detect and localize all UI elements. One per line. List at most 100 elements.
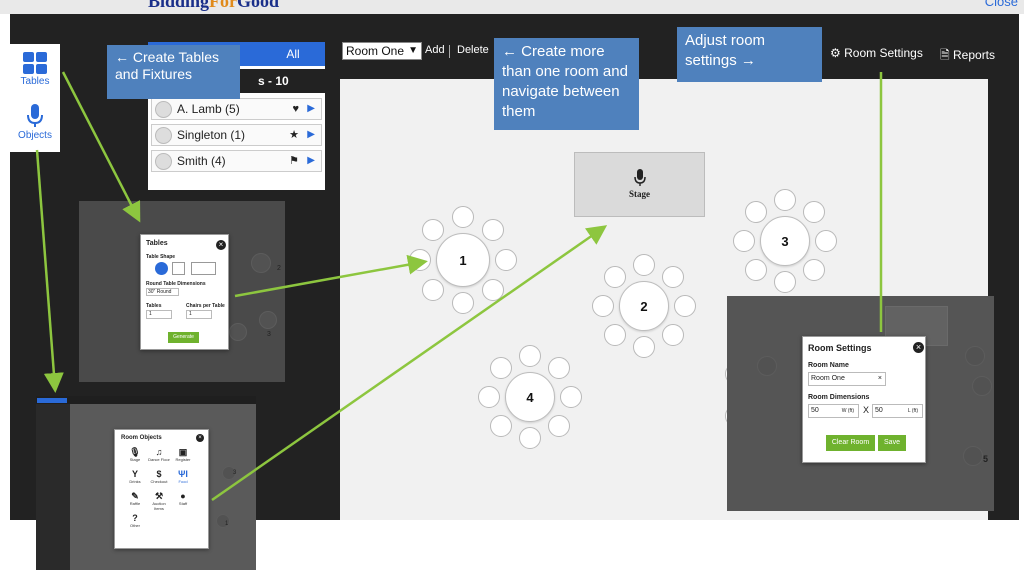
chair[interactable] bbox=[495, 249, 517, 271]
callout-create-tables: ← Create Tables and Fixtures bbox=[107, 45, 240, 99]
chevron-right-icon[interactable]: ▶ bbox=[307, 129, 315, 140]
chair[interactable] bbox=[604, 323, 626, 346]
room-object-register[interactable]: ▣Register bbox=[172, 447, 194, 462]
room-object-other[interactable]: ?Other bbox=[124, 513, 146, 528]
chair[interactable] bbox=[802, 201, 825, 223]
stage-object[interactable]: Stage bbox=[574, 152, 705, 217]
clear-room-button[interactable]: Clear Room bbox=[826, 435, 875, 451]
room-length-input[interactable]: 50 L (ft) bbox=[872, 404, 923, 418]
room-object-checkout[interactable]: $Checkout bbox=[148, 469, 170, 484]
chair[interactable] bbox=[490, 357, 512, 379]
room-object-icon: ? bbox=[132, 513, 138, 523]
chair[interactable] bbox=[452, 292, 474, 314]
chevron-right-icon[interactable]: ▶ bbox=[307, 155, 315, 166]
objects-tool[interactable]: Objects bbox=[10, 104, 60, 141]
round-shape-option[interactable] bbox=[155, 262, 168, 275]
close-icon[interactable]: × bbox=[913, 342, 924, 353]
room-width-input[interactable]: 50 W (ft) bbox=[808, 404, 859, 418]
chair[interactable] bbox=[604, 266, 626, 288]
clear-icon[interactable]: × bbox=[877, 375, 882, 382]
tables-count-input[interactable]: 1 bbox=[146, 310, 172, 319]
flag-icon: ⚑ bbox=[289, 155, 299, 167]
guest-row[interactable]: Smith (4) ⚑ ▶ bbox=[151, 150, 322, 172]
table-2[interactable]: 2 bbox=[619, 281, 669, 331]
arrow-dialog-to-table bbox=[234, 254, 428, 298]
site-logo[interactable]: BiddingForGood bbox=[148, 0, 280, 11]
table-number: 1 bbox=[459, 253, 467, 268]
chair[interactable] bbox=[661, 323, 684, 346]
table-1[interactable]: 1 bbox=[436, 233, 490, 287]
table-number: 2 bbox=[640, 299, 648, 314]
chair[interactable] bbox=[774, 189, 796, 211]
room-object-stage[interactable]: 🎙Stage bbox=[124, 447, 146, 462]
chair[interactable] bbox=[519, 345, 541, 367]
chair[interactable] bbox=[490, 414, 512, 437]
room-object-label: Staff bbox=[178, 501, 188, 506]
chair[interactable] bbox=[547, 414, 570, 437]
guest-row[interactable]: A. Lamb (5)♥▶ bbox=[151, 98, 322, 120]
close-icon[interactable]: × bbox=[216, 240, 226, 250]
chair[interactable] bbox=[478, 386, 500, 408]
room-settings-dialog: Room Settings × Room Name Room One × Roo… bbox=[802, 336, 926, 463]
ghost-chair bbox=[216, 514, 230, 528]
ghost-table-number: 3 bbox=[267, 331, 271, 338]
chair[interactable] bbox=[661, 266, 684, 288]
guest-name: Smith (4) bbox=[177, 154, 226, 168]
chair[interactable] bbox=[421, 218, 444, 241]
room-object-icon: ● bbox=[180, 491, 186, 501]
chevron-right-icon[interactable]: ▶ bbox=[307, 103, 315, 114]
rectangle-shape-option[interactable] bbox=[191, 262, 216, 275]
chair[interactable] bbox=[519, 427, 541, 449]
add-room-button[interactable]: Add bbox=[425, 44, 445, 56]
chairs-count-input[interactable]: 1 bbox=[186, 310, 212, 319]
top-strip bbox=[0, 0, 1024, 14]
chair[interactable] bbox=[547, 357, 570, 379]
chair[interactable] bbox=[482, 279, 505, 302]
chair[interactable] bbox=[733, 230, 755, 252]
square-shape-option[interactable] bbox=[172, 262, 185, 275]
chair[interactable] bbox=[482, 218, 505, 241]
chair[interactable] bbox=[421, 279, 444, 302]
tables-tool-label: Tables bbox=[20, 76, 50, 87]
ghost-chair bbox=[251, 253, 271, 273]
toolbar-divider bbox=[449, 45, 450, 58]
room-object-icon: 🎙 bbox=[129, 447, 141, 457]
guest-row[interactable]: Singleton (1)★▶ bbox=[151, 124, 322, 146]
chair[interactable] bbox=[774, 271, 796, 293]
ghost-chair bbox=[757, 356, 777, 376]
chair[interactable] bbox=[633, 336, 655, 358]
room-name-input[interactable]: Room One × bbox=[808, 372, 886, 386]
room-object-raffle[interactable]: ✎Raffle bbox=[124, 491, 146, 506]
chair[interactable] bbox=[560, 386, 582, 408]
chair[interactable] bbox=[592, 295, 614, 317]
chair[interactable] bbox=[745, 258, 767, 281]
table-3[interactable]: 3 bbox=[760, 216, 810, 266]
room-object-staff[interactable]: ●Staff bbox=[172, 491, 194, 506]
room-name-label: Room Name bbox=[808, 362, 849, 369]
delete-room-button[interactable]: Delete bbox=[457, 44, 489, 56]
room-settings-button[interactable]: ⚙ Room Settings bbox=[830, 46, 923, 60]
save-button[interactable]: Save bbox=[878, 435, 906, 451]
guest-name: Singleton (1) bbox=[177, 128, 246, 142]
room-select[interactable]: Room One ▼ bbox=[342, 42, 422, 60]
generate-button[interactable]: Generate bbox=[168, 332, 199, 343]
table-4[interactable]: 4 bbox=[505, 372, 555, 422]
room-object-auction-items[interactable]: ⚒Auction Items bbox=[148, 491, 170, 511]
close-icon[interactable]: × bbox=[196, 434, 204, 442]
chair[interactable] bbox=[745, 201, 767, 223]
reports-button[interactable]: 🗎 Reports bbox=[940, 46, 995, 67]
chair[interactable] bbox=[815, 230, 837, 252]
tables-tool[interactable]: Tables bbox=[10, 52, 60, 87]
chair[interactable] bbox=[802, 258, 825, 281]
chair[interactable] bbox=[674, 295, 696, 317]
tab-all[interactable]: All bbox=[261, 42, 325, 66]
close-link[interactable]: Close bbox=[984, 0, 1018, 9]
objects-dialog-thumbnail: 3 1 Room Objects × 🎙Stage♫Dance Floor▣Re… bbox=[36, 396, 256, 570]
mini-sidebar bbox=[36, 404, 70, 570]
room-object-dance-floor[interactable]: ♫Dance Floor bbox=[148, 447, 170, 462]
dimensions-select[interactable]: 30" Round bbox=[146, 288, 179, 296]
chair[interactable] bbox=[633, 254, 655, 276]
chair[interactable] bbox=[452, 206, 474, 228]
